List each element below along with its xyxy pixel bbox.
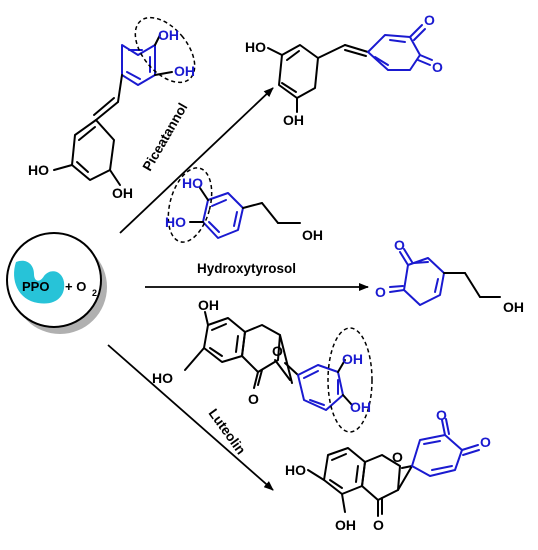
pq-ho: HO [245,39,266,55]
lq-ho: HO [285,462,306,478]
luteolin-structure: OH HO O O OH OH [152,297,373,433]
lut-oh-1: OH [342,351,363,367]
lq-o-keto: O [373,517,384,533]
lut-o-keto: O [248,391,259,407]
hq-o-2: O [375,284,386,300]
lq-oh: OH [335,517,356,533]
ht-ho-1: HO [182,175,203,191]
arrow-piceatannol [119,87,274,234]
oxygen-label: + O [65,279,86,294]
hydroxytyrosol-structure: HO HO OH [165,167,323,243]
enzyme-label: PPO [22,279,49,294]
lut-oh-top: OH [198,297,219,313]
label-hydroxytyrosol: Hydroxytyrosol [197,261,296,276]
piceatannol-structure: OH OH HO OH [28,16,196,201]
ht-ho-2: HO [165,214,186,230]
pq-o-1: O [424,12,435,28]
label-piceatannol: Piceatannol [140,100,191,173]
hydroxytyrosol-quinone-structure: O O OH [375,237,524,315]
luteolin-quinone-structure: HO O OH O O O [285,407,491,533]
arrow-luteolin [107,344,274,491]
lut-oh-2: OH [350,399,371,415]
lut-ho: HO [152,370,173,386]
enzyme-icon [14,260,65,304]
hq-o-1: O [394,237,405,253]
enzyme-node: PPO + O 2 [6,232,107,334]
lq-o-ring: O [392,449,403,465]
piceatannol-quinone-structure: HO OH O O [245,12,443,128]
pic-oh-1: OH [158,27,179,43]
lq-o-1: O [436,407,447,423]
pic-ho: HO [28,162,49,178]
ht-oh: OH [302,227,323,243]
pic-oh-3: OH [112,185,133,201]
lq-o-2: O [480,434,491,450]
lut-o-ring: O [272,343,283,359]
pq-oh: OH [283,112,304,128]
pic-oh-2: OH [174,63,195,79]
oxygen-subscript: 2 [92,288,97,298]
pq-o-2: O [432,59,443,75]
hq-oh: OH [503,299,524,315]
